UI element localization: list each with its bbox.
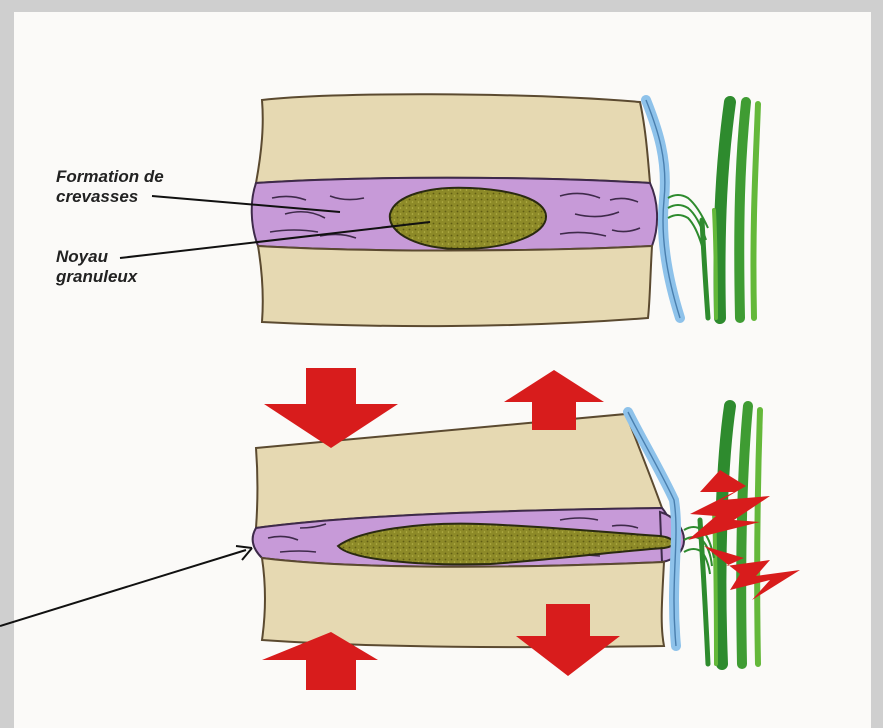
pointer-arrow [0, 546, 252, 626]
lower-vertebra-bottom [262, 558, 664, 647]
label-nucleus-1: Noyau [56, 247, 109, 266]
nerve-root-top [702, 102, 758, 318]
lower-vertebra-top [258, 246, 652, 326]
label-fissures-2: crevasses [56, 187, 138, 206]
label-fissures-1: Formation de [56, 167, 164, 186]
label-nucleus-2: granuleux [55, 267, 139, 286]
nerve-root-bottom [700, 406, 760, 664]
nucleus-granular [390, 188, 546, 249]
upper-vertebra-top [256, 94, 650, 183]
